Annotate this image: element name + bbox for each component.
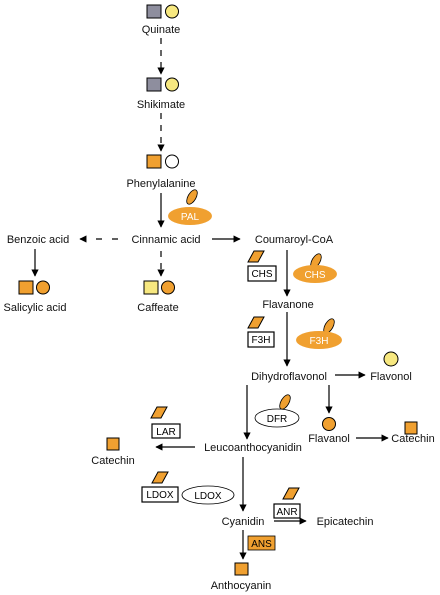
cyanidin-label: Cyanidin <box>222 516 265 528</box>
anr-gene-box <box>273 503 301 519</box>
catechin-right-icon <box>404 421 418 435</box>
chs-gene-box <box>247 265 277 282</box>
ldox-parallelogram-icon <box>151 471 169 484</box>
epicatechin-label: Epicatechin <box>317 516 374 528</box>
shikimate-label: Shikimate <box>137 99 185 111</box>
chs-parallelogram-icon <box>247 250 265 263</box>
catechin-left-icon <box>106 437 120 451</box>
catechin-left-label: Catechin <box>91 455 134 467</box>
leucoanthocyanidin-label: Leucoanthocyanidin <box>204 442 302 454</box>
f3h-gene-box <box>247 331 275 348</box>
quinate-icon <box>146 4 179 19</box>
chs-gene-label: CHS <box>251 269 272 280</box>
lar-parallelogram-icon <box>150 406 168 419</box>
benzoic-acid-label: Benzoic acid <box>7 234 69 246</box>
anthocyanin-icon <box>234 562 249 576</box>
lar-gene-box <box>151 423 181 439</box>
ans-label: ANS <box>251 539 272 550</box>
dihydroflavonol-label: Dihydroflavonol <box>251 371 327 383</box>
pal-label: PAL <box>181 212 200 223</box>
salicylic-acid-icon <box>18 280 50 295</box>
pal-enzyme <box>168 207 212 225</box>
dfr-enzyme <box>254 408 300 428</box>
quinate-label: Quinate <box>142 24 181 36</box>
dfr-label: DFR <box>267 414 288 425</box>
flavonol-label: Flavonol <box>370 371 412 383</box>
flavonol-icon <box>383 351 399 367</box>
salicylic-acid-label: Salicylic acid <box>4 302 67 314</box>
phenylalanine-icon <box>146 154 179 169</box>
flavanol-label: Flavanol <box>308 433 350 445</box>
f3h-enzyme-label: F3H <box>310 336 329 347</box>
ans-enzyme <box>247 535 276 551</box>
ldox-gene-box <box>141 486 179 503</box>
flavanone-label: Flavanone <box>262 299 313 311</box>
chs-enzyme-label: CHS <box>304 270 325 281</box>
caffeate-icon <box>143 280 175 295</box>
ldox-gene-label: LDOX <box>146 490 174 501</box>
ldox-enzyme <box>181 485 235 505</box>
dfr-protein-icon <box>279 394 291 410</box>
anr-label: ANR <box>276 507 297 518</box>
anthocyanin-label: Anthocyanin <box>211 580 272 592</box>
f3h-enzyme <box>296 331 342 349</box>
pal-protein-icon <box>186 189 198 205</box>
f3h-parallelogram-icon <box>247 316 265 329</box>
lar-label: LAR <box>156 427 175 438</box>
shikimate-icon <box>146 77 179 92</box>
anr-parallelogram-icon <box>282 487 300 500</box>
chs-enzyme <box>293 265 337 283</box>
cinnamic-acid-label: Cinnamic acid <box>131 234 200 246</box>
caffeate-label: Caffeate <box>137 302 178 314</box>
catechin-right-label: Catechin <box>391 433 434 445</box>
ldox-enzyme-label: LDOX <box>194 491 222 502</box>
phenylalanine-label: Phenylalanine <box>126 178 195 190</box>
flavanol-icon <box>322 417 336 431</box>
f3h-gene-label: F3H <box>252 335 271 346</box>
coumaroyl-coa-label: Coumaroyl-CoA <box>255 234 334 246</box>
